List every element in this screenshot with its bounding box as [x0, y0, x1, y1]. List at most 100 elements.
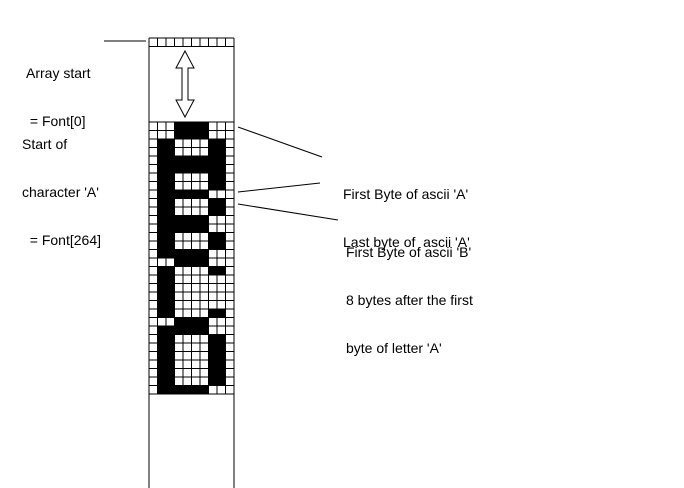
pixel-on: [166, 368, 175, 377]
pixel-on: [166, 241, 175, 250]
pixel-on: [157, 173, 166, 182]
glyph-grid-a: [148, 121, 235, 191]
pixel-on: [166, 173, 175, 182]
pixel-on: [208, 164, 217, 173]
pixel-on: [157, 283, 166, 292]
pixel-on: [157, 275, 166, 284]
pixel-on: [183, 326, 192, 335]
pixel-on: [200, 385, 209, 394]
glyph-grid-c: [148, 257, 235, 327]
array-start-line-2: = Font[0]: [26, 113, 86, 129]
pixel-on: [217, 377, 226, 386]
last-byte-a-text: Last byte of ascii 'A': [343, 234, 470, 250]
pixel-on: [166, 360, 175, 369]
pixel-on: [208, 232, 217, 241]
pixel-on: [157, 156, 166, 165]
leader-first-byte-b: [237, 203, 339, 221]
pixel-on: [166, 215, 175, 224]
pixel-on: [157, 309, 166, 318]
pixel-on: [208, 334, 217, 343]
pixel-on: [183, 190, 192, 199]
first-byte-b-line-3: byte of letter 'A': [346, 340, 442, 356]
pixel-on: [157, 266, 166, 275]
pixel-on: [174, 156, 183, 165]
array-start-label: Array start = Font[0]: [26, 33, 91, 145]
pixel-on: [217, 309, 226, 318]
pixel-on: [208, 368, 217, 377]
pixel-on: [208, 147, 217, 156]
pixel-on: [166, 343, 175, 352]
pixel-on: [157, 207, 166, 216]
pixel-on: [208, 241, 217, 250]
pixel-on: [208, 343, 217, 352]
pixel-on: [157, 224, 166, 233]
pixel-on: [166, 198, 175, 207]
pixel-on: [157, 139, 166, 148]
pixel-on: [191, 224, 200, 233]
pixel-on: [166, 232, 175, 241]
pixel-on: [208, 360, 217, 369]
double-arrow-shape: [175, 49, 195, 119]
pixel-on: [200, 249, 209, 258]
pixel-on: [174, 122, 183, 131]
pixel-on: [200, 215, 209, 224]
pixel-on: [174, 249, 183, 258]
pixel-on: [157, 343, 166, 352]
pixel-on: [208, 309, 217, 318]
pixel-on: [217, 207, 226, 216]
pixel-on: [166, 249, 175, 258]
pixel-on: [157, 334, 166, 343]
pixel-on: [191, 190, 200, 199]
first-byte-b-label: First Byte of ascii 'B' 8 bytes after th…: [346, 212, 473, 372]
pixel-on: [200, 190, 209, 199]
pixel-on: [183, 156, 192, 165]
pixel-on: [183, 122, 192, 131]
pixel-on: [157, 241, 166, 250]
pixel-on: [166, 181, 175, 190]
pixel-on: [157, 164, 166, 173]
pixel-on: [208, 156, 217, 165]
pixel-on: [174, 164, 183, 173]
pixel-on: [217, 181, 226, 190]
first-byte-b-line-2: 8 bytes after the first: [346, 292, 473, 308]
pixel-on: [217, 351, 226, 360]
pixel-on: [166, 300, 175, 309]
pixel-on: [157, 292, 166, 301]
pixel-on: [183, 224, 192, 233]
pixel-on: [174, 224, 183, 233]
pixel-on: [208, 207, 217, 216]
glyph-grid-b: [148, 189, 235, 259]
pixel-on: [157, 368, 166, 377]
pixel-on: [183, 249, 192, 258]
pixel-on: [200, 224, 209, 233]
leader-first-byte-a: [237, 126, 323, 158]
pixel-on: [157, 326, 166, 335]
pixel-on: [157, 198, 166, 207]
pixel-on: [157, 385, 166, 394]
pixel-on: [191, 164, 200, 173]
pixel-on: [200, 164, 209, 173]
pixel-on: [174, 326, 183, 335]
glyph-grid-d: [148, 325, 235, 395]
pixel-on: [166, 266, 175, 275]
pixel-on: [157, 215, 166, 224]
pixel-on: [166, 207, 175, 216]
pixel-on: [157, 190, 166, 199]
char-start-line-1: Start of: [22, 136, 68, 152]
pixel-on: [208, 173, 217, 182]
pixel-on: [174, 190, 183, 199]
pixel-on: [217, 241, 226, 250]
pixel-on: [157, 181, 166, 190]
pixel-on: [166, 326, 175, 335]
pixel-on: [166, 309, 175, 318]
pixel-on: [208, 351, 217, 360]
pixel-on: [217, 198, 226, 207]
leader-last-byte-a: [237, 182, 321, 193]
pixel-on: [166, 139, 175, 148]
first-byte-a-text: First Byte of ascii 'A': [343, 186, 469, 202]
pixel-on: [200, 156, 209, 165]
pixel-on: [157, 147, 166, 156]
pixel-on: [157, 300, 166, 309]
pixel-on: [174, 385, 183, 394]
